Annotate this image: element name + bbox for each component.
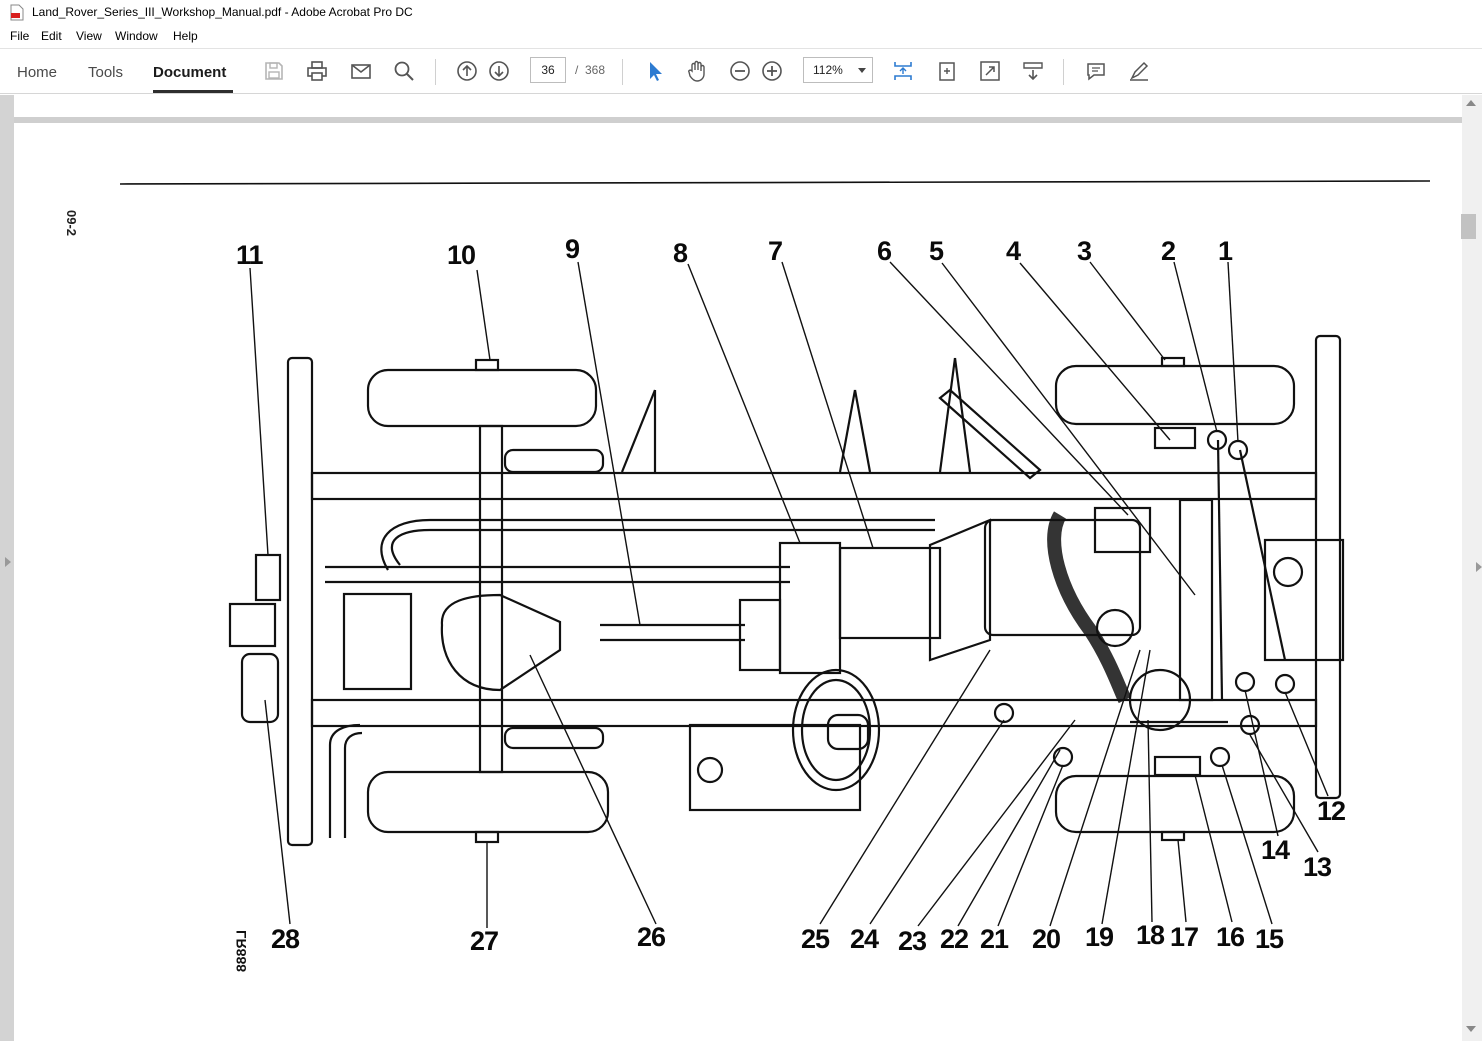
page-total: 368 [585, 63, 606, 77]
scroll-up-icon[interactable] [1466, 100, 1476, 106]
menu-view[interactable]: View [76, 29, 102, 43]
next-page-icon[interactable] [487, 59, 511, 83]
callout-8: 8 [673, 238, 688, 268]
callout-17: 17 [1170, 922, 1199, 952]
save-icon[interactable] [262, 59, 286, 83]
callout-23: 23 [898, 926, 927, 956]
title-bar: Land_Rover_Series_III_Workshop_Manual.pd… [0, 0, 1482, 26]
callout-19: 19 [1085, 922, 1114, 952]
callout-26: 26 [637, 922, 666, 952]
zoom-value: 112% [813, 63, 843, 77]
callout-7: 7 [768, 236, 783, 266]
menu-window[interactable]: Window [115, 29, 158, 43]
menu-bar: File Edit View Window Help [0, 26, 1482, 48]
zoom-out-icon[interactable] [728, 59, 752, 83]
prev-page-icon[interactable] [455, 59, 479, 83]
highlight-pen-icon[interactable] [1127, 59, 1151, 83]
previous-page-bottom [14, 95, 1462, 117]
callout-16: 16 [1216, 922, 1245, 952]
callout-11: 11 [236, 240, 264, 270]
callout-12: 12 [1317, 796, 1346, 826]
callout-9: 9 [565, 234, 580, 264]
left-panel-toggle[interactable] [0, 95, 14, 1041]
callout-13: 13 [1303, 852, 1332, 882]
scroll-mode-icon[interactable] [1021, 59, 1045, 83]
scroll-thumb[interactable] [1461, 214, 1476, 239]
callout-5: 5 [929, 236, 944, 266]
menu-help[interactable]: Help [173, 29, 198, 43]
callout-14: 14 [1261, 835, 1290, 865]
chevron-down-icon[interactable] [858, 68, 866, 73]
comment-icon[interactable] [1084, 59, 1108, 83]
tab-home[interactable]: Home [17, 64, 58, 81]
callout-25: 25 [801, 924, 830, 954]
callout-22: 22 [940, 924, 969, 954]
callout-3: 3 [1077, 236, 1092, 266]
expand-right-panel-icon[interactable] [1476, 562, 1482, 572]
menu-file[interactable]: File [10, 29, 30, 43]
menu-edit[interactable]: Edit [41, 29, 62, 43]
fullscreen-icon[interactable] [978, 59, 1002, 83]
callout-21: 21 [980, 924, 1009, 954]
callout-15: 15 [1255, 924, 1284, 954]
callout-18: 18 [1136, 920, 1165, 950]
hand-icon[interactable] [685, 59, 709, 83]
callout-20: 20 [1032, 924, 1061, 954]
zoom-in-icon[interactable] [760, 59, 784, 83]
select-arrow-icon[interactable] [643, 59, 667, 83]
page-number-input[interactable]: 36 [530, 57, 566, 83]
callout-24: 24 [850, 924, 879, 954]
callout-2: 2 [1161, 236, 1176, 266]
print-icon[interactable] [305, 59, 329, 83]
callout-1: 1 [1218, 236, 1233, 266]
callout-28: 28 [271, 924, 300, 954]
expand-left-panel-icon[interactable] [5, 557, 11, 567]
callout-27: 27 [470, 926, 499, 956]
toolbar: Home Tools Document [0, 48, 1482, 94]
email-icon[interactable] [349, 59, 373, 83]
rotate-icon[interactable] [935, 59, 959, 83]
vertical-scrollbar[interactable] [1462, 95, 1482, 1041]
active-tab-indicator [153, 90, 233, 93]
tab-tools[interactable]: Tools [88, 64, 124, 81]
tab-document[interactable]: Document [153, 64, 227, 81]
scroll-down-icon[interactable] [1466, 1026, 1476, 1032]
search-icon[interactable] [392, 59, 416, 83]
pdf-file-icon [10, 4, 24, 21]
fit-page-icon[interactable] [891, 59, 915, 83]
page-separator: / [575, 63, 579, 77]
window-title: Land_Rover_Series_III_Workshop_Manual.pd… [32, 5, 413, 19]
zoom-select[interactable]: 112% [803, 57, 873, 83]
callout-10: 10 [447, 240, 476, 270]
callout-4: 4 [1006, 236, 1021, 266]
callout-6: 6 [877, 236, 892, 266]
